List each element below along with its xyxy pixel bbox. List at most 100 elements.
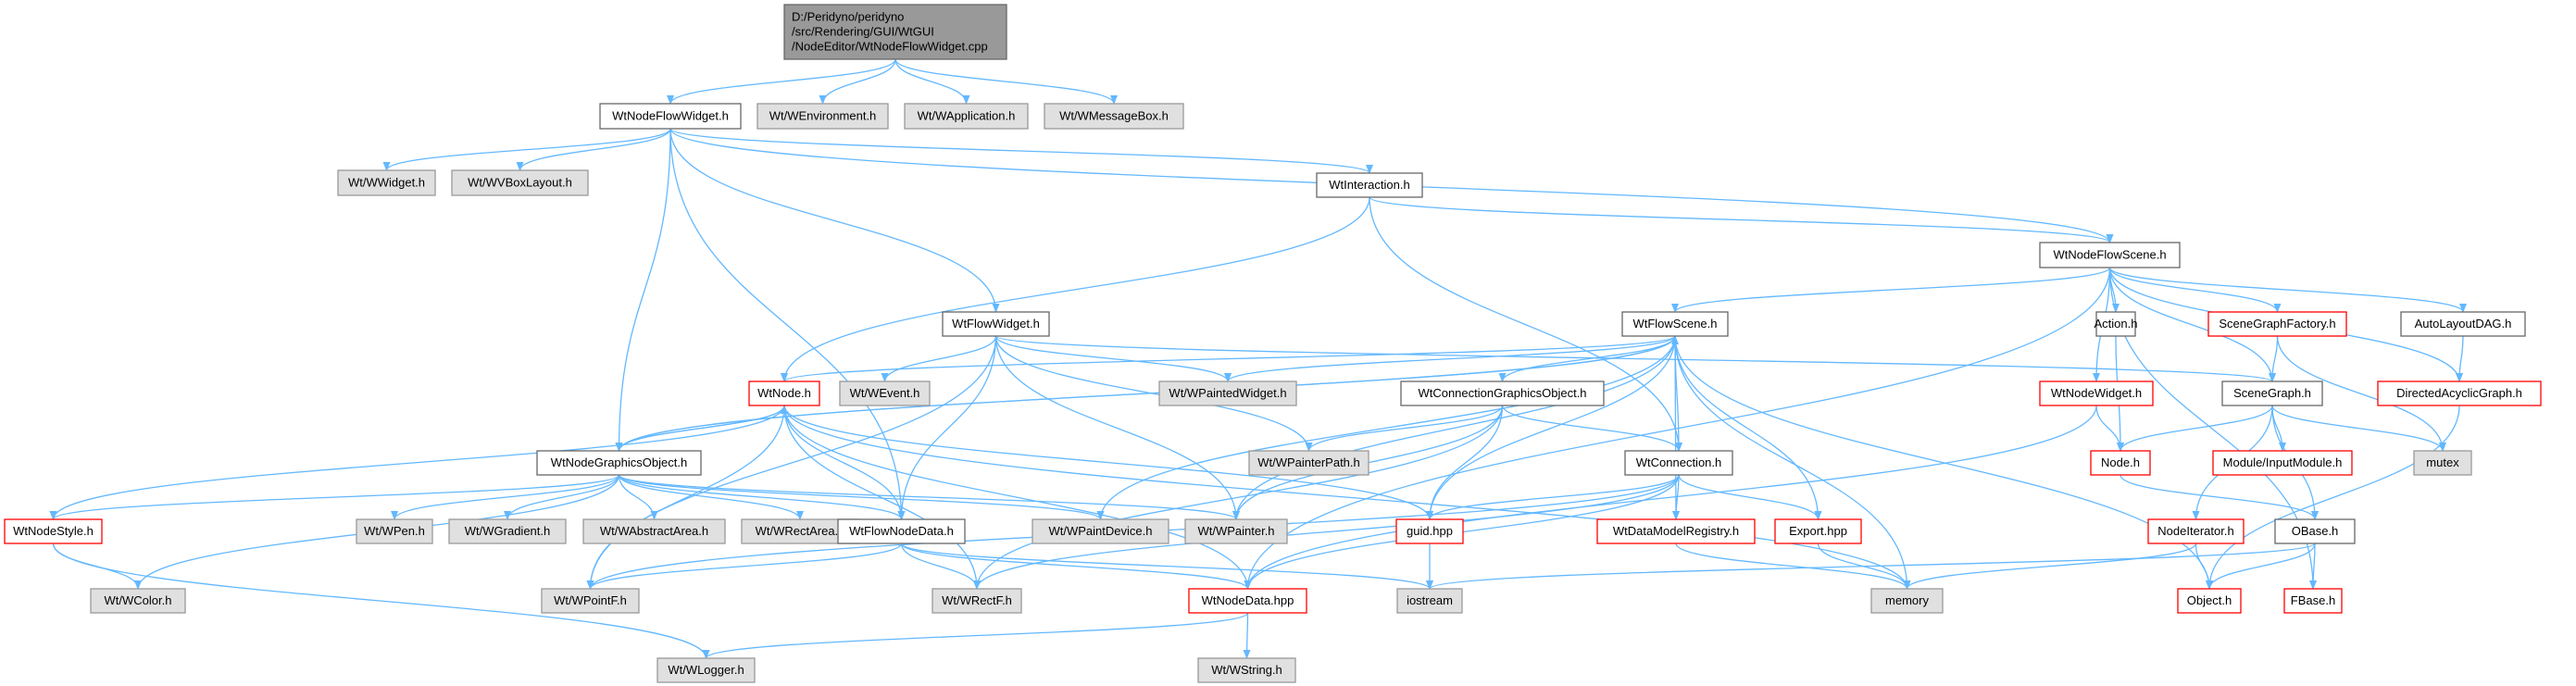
edge-wtnodeflowwidget_h-to-wwidget: [382, 128, 671, 171]
node-wgradient[interactable]: Wt/WGradient.h: [448, 518, 567, 544]
node-label: Node.h: [2101, 455, 2140, 469]
node-obase[interactable]: OBase.h: [2274, 518, 2356, 544]
node-box: [1596, 518, 1756, 544]
node-box: [2212, 450, 2353, 476]
edge-wtnodegraphicsobject-to-wpainter: [618, 474, 1240, 520]
node-scenegraph[interactable]: SceneGraph.h: [2221, 380, 2323, 406]
edge-root-to-wenvironment: [819, 58, 896, 105]
node-box: [4, 518, 103, 544]
node-wpen[interactable]: Wt/WPen.h: [356, 518, 433, 544]
node-box: [90, 588, 186, 614]
node-wcolor[interactable]: Wt/WColor.h: [90, 588, 186, 614]
node-label: Wt/WPainter.h: [1197, 524, 1274, 538]
node-wpaintedwidget[interactable]: Wt/WPaintedWidget.h: [1158, 380, 1297, 406]
edges-layer: [49, 58, 2467, 659]
node-wevent[interactable]: Wt/WEvent.h: [839, 380, 931, 406]
node-wtnodedata[interactable]: WtNodeData.hpp: [1188, 588, 1307, 614]
node-wabstractarea[interactable]: Wt/WAbstractArea.h: [582, 518, 726, 544]
node-wtnodestyle[interactable]: WtNodeStyle.h: [4, 518, 103, 544]
edge-wtnodewidget-to-nodeh: [2095, 405, 2124, 452]
node-wstring[interactable]: Wt/WString.h: [1197, 657, 1296, 683]
edge-wtflowwidget-to-wtflownodedata: [897, 335, 997, 520]
node-mutex[interactable]: mutex: [2413, 450, 2472, 476]
node-wtdatamodelregistry[interactable]: WtDataModelRegistry.h: [1596, 518, 1756, 544]
node-wapplication[interactable]: Wt/WApplication.h: [904, 103, 1029, 130]
node-label: DirectedAcyclicGraph.h: [2396, 386, 2522, 400]
node-action[interactable]: Action.h: [2095, 311, 2138, 337]
node-root[interactable]: D:/Peridyno/peridyno/src/Rendering/GUI/W…: [783, 4, 1007, 60]
node-scenegraphfactory[interactable]: SceneGraphFactory.h: [2207, 311, 2347, 337]
edge-wtnodedata-to-wstring: [1243, 612, 1251, 659]
node-box: [1396, 588, 1463, 614]
edge-wtconnectiongraphicsobject-to-wrectf: [973, 405, 1504, 590]
node-wmessagebox[interactable]: Wt/WMessageBox.h: [1044, 103, 1184, 130]
node-label: Module/InputModule.h: [2223, 455, 2343, 469]
node-nodeh[interactable]: Node.h: [2090, 450, 2151, 476]
node-autolayoutdag[interactable]: AutoLayoutDAG.h: [2400, 311, 2526, 337]
edge-scenegraph-to-nodeh: [2117, 405, 2273, 452]
edge-wtnodestyle-to-wlogger: [52, 543, 710, 659]
node-label: WtNodeStyle.h: [13, 524, 94, 538]
node-fbase[interactable]: FBase.h: [2283, 588, 2343, 614]
edge-root-to-wapplication: [894, 58, 970, 105]
node-wlogger[interactable]: Wt/WLogger.h: [657, 657, 756, 683]
node-wtnodeflowscene[interactable]: WtNodeFlowScene.h: [2039, 242, 2181, 268]
edge-wtnodewidget-to-wtnodedata: [1244, 405, 2097, 590]
edge-wtnodeflowwidget_h-to-wtflowwidget: [669, 128, 1000, 313]
node-label: /NodeEditor/WtNodeFlowWidget.cpp: [792, 40, 988, 54]
node-wvboxlayout[interactable]: Wt/WVBoxLayout.h: [451, 169, 589, 196]
node-box: [541, 588, 640, 614]
node-box: [839, 380, 931, 406]
edge-wtconnectiongraphicsobject-to-wpainterpath: [1305, 405, 1504, 452]
node-wtinteraction[interactable]: WtInteraction.h: [1316, 172, 1423, 198]
node-wenvironment[interactable]: Wt/WEnvironment.h: [757, 103, 889, 130]
node-objecth[interactable]: Object.h: [2177, 588, 2242, 614]
node-wtconnectiongraphicsobject[interactable]: WtConnectionGraphicsObject.h: [1400, 380, 1605, 406]
node-wpaintdevice[interactable]: Wt/WPaintDevice.h: [1032, 518, 1169, 544]
edge-wtdatamodelregistry-to-memory: [1675, 543, 1911, 590]
node-label: Wt/WRectF.h: [942, 593, 1012, 607]
node-memory[interactable]: memory: [1870, 588, 1944, 614]
node-directedacyclicgraph[interactable]: DirectedAcyclicGraph.h: [2377, 380, 2542, 406]
node-wpointf[interactable]: Wt/WPointF.h: [541, 588, 640, 614]
node-wtconnection[interactable]: WtConnection.h: [1624, 450, 1733, 476]
edge-wtconnectiongraphicsobject-to-wpainter: [1232, 405, 1504, 520]
edge-wtflownodedata-to-iostream: [900, 543, 1433, 590]
node-box: [757, 103, 889, 130]
edge-wtnodegraphicsobject-to-wgradient: [504, 474, 620, 520]
node-wtnodewidget[interactable]: WtNodeWidget.h: [2039, 380, 2154, 406]
edge-wtnodeflowwidget_h-to-wtinteraction: [669, 128, 1373, 174]
edge-wtconnectiongraphicsobject-to-guid: [1426, 405, 1504, 520]
node-wtflownodedata[interactable]: WtFlowNodeData.h: [837, 518, 966, 544]
node-iostream[interactable]: iostream: [1396, 588, 1463, 614]
edge-wtflownodedata-to-wtnodedata: [900, 543, 1252, 590]
node-wtnodeflowwidget-h[interactable]: WtNodeFlowWidget.h: [599, 103, 742, 130]
node-label: mutex: [2426, 455, 2459, 469]
node-wwidget[interactable]: Wt/WWidget.h: [337, 169, 436, 196]
node-wtflowwidget[interactable]: WtFlowWidget.h: [942, 311, 1050, 337]
node-guid[interactable]: guid.hpp: [1395, 518, 1464, 544]
node-nodeiterator[interactable]: NodeIterator.h: [2147, 518, 2245, 544]
node-wpainter[interactable]: Wt/WPainter.h: [1184, 518, 1288, 544]
node-label: WtNodeGraphicsObject.h: [551, 455, 687, 469]
node-label: guid.hpp: [1407, 524, 1453, 538]
node-box: [1395, 518, 1464, 544]
node-wtnodegraphicsobject[interactable]: WtNodeGraphicsObject.h: [536, 450, 702, 476]
edge-wtnode-to-wtnodedata: [783, 405, 1252, 590]
node-label: memory: [1885, 593, 1929, 607]
node-label: Wt/WPaintedWidget.h: [1169, 386, 1286, 400]
node-moduleinputmodule[interactable]: Module/InputModule.h: [2212, 450, 2353, 476]
node-wpainterpath[interactable]: Wt/WPainterPath.h: [1248, 450, 1369, 476]
edge-obase-to-objecth: [2206, 543, 2316, 590]
node-wtnode[interactable]: WtNode.h: [748, 380, 820, 406]
edge-wtflowwidget-to-wevent: [881, 335, 997, 382]
node-wtflowscene[interactable]: WtFlowScene.h: [1621, 311, 1729, 337]
node-box: [1316, 172, 1423, 198]
edge-wtnodegraphicsobject-to-wpaintdevice: [618, 474, 1105, 520]
edge-wtnodeflowwidget_h-to-wtnodegraphicsobject: [615, 128, 671, 452]
node-label: WtNodeFlowScene.h: [2053, 248, 2166, 262]
node-box: [1621, 311, 1729, 337]
node-wrectf[interactable]: Wt/WRectF.h: [932, 588, 1022, 614]
edge-wtnodegraphicsobject-to-wpen: [391, 474, 620, 520]
node-export[interactable]: Export.hpp: [1774, 518, 1862, 544]
